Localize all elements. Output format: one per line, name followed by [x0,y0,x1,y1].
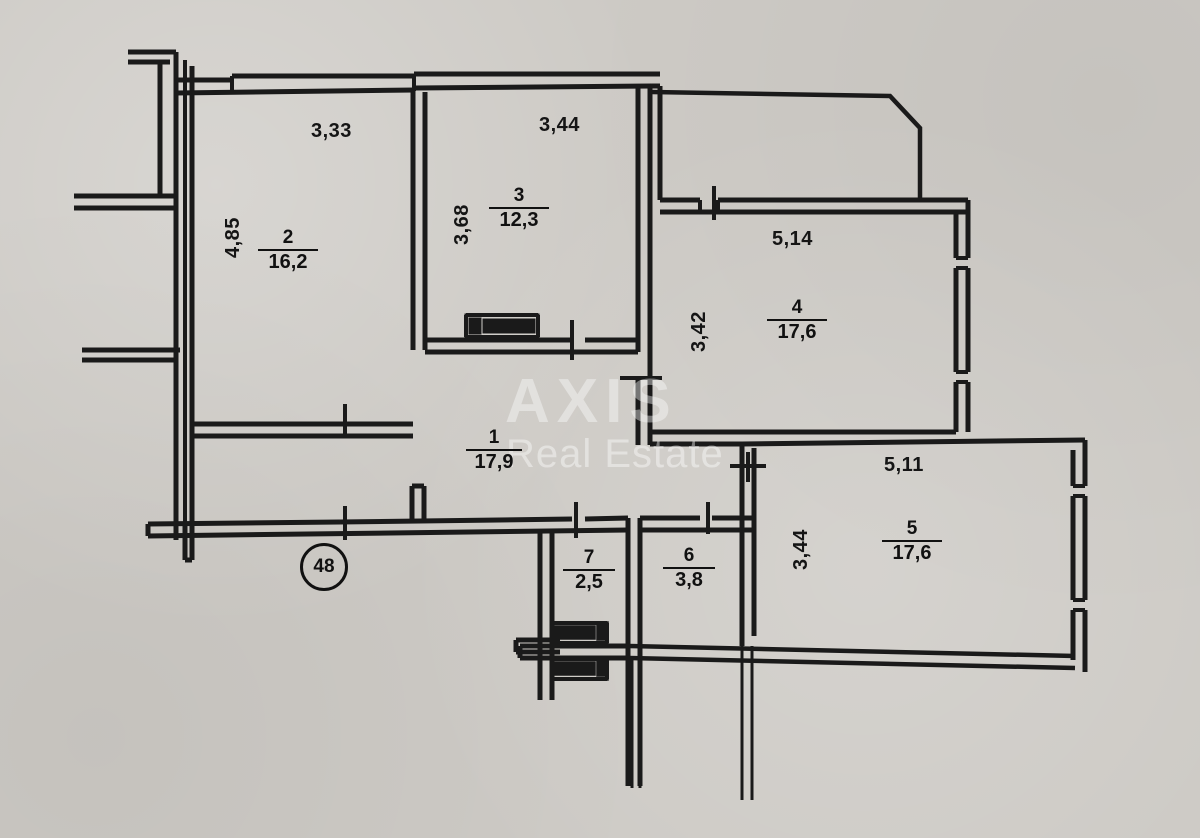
wall-room1-bottom [147,515,629,539]
room-label-4: 4 17,6 [767,298,827,343]
wall-bottom-room2 [192,421,413,439]
room-number-4: 4 [767,298,827,321]
room-label-5: 5 17,6 [882,519,942,564]
wall-stub-left-mid [82,347,180,363]
window-break-room4-right [956,256,968,384]
window-break-room5-right [1073,484,1085,612]
wall-divider-room2-room3 [410,90,428,350]
room-area-7: 2,5 [575,570,603,593]
dimension-room3-width: 3,44 [539,114,580,136]
wall-stub-bottom-left [145,524,195,563]
room-area-1: 17,9 [474,450,514,473]
dimension-room5-height: 3,44 [790,529,812,570]
dimension-room4-width: 5,14 [772,228,813,250]
fixture-radiator-room3-fill [464,313,540,339]
dimension-room2-width: 3,33 [311,120,352,142]
window-break-top-1 [230,74,416,93]
wall-room4-top [660,197,968,215]
wall-room5-right [1070,440,1088,672]
room-number-2: 2 [258,228,318,251]
room-area-5: 17,6 [892,541,932,564]
wall-top-room2 [175,71,653,96]
wall-left-main [173,52,195,560]
wall-room6-top [640,515,754,533]
wall-balcony-top-right [651,89,923,200]
room-label-2: 2 16,2 [258,228,318,273]
room-area-2: 16,2 [268,250,308,273]
room-label-6: 6 3,8 [663,546,715,591]
dimension-room5-width: 5,11 [884,454,924,476]
wall-top-outer [128,49,176,65]
fixture-bath-lower-outline [550,657,609,681]
dimension-room3-height: 3,68 [451,204,473,245]
fixture-radiator-room3 [464,313,540,339]
wall-hall-right [635,380,653,445]
wall-room4-bottom [650,429,1086,447]
room-number-3: 3 [489,186,549,209]
wall-stub-left-upper [74,62,178,211]
room-number-5: 5 [882,519,942,542]
wall-room5-bottom [627,643,1076,671]
wall-room3-right [635,86,653,380]
room-number-6: 6 [663,546,715,569]
window-break-room4-top [698,200,720,212]
room-area-4: 17,6 [777,320,817,343]
wall-room4-right [953,200,971,432]
wall-stub-room1-vertical [409,483,427,522]
room-label-7: 7 2,5 [563,548,615,593]
room-number-1: 1 [466,428,522,451]
door-mark-room5 [730,452,766,482]
room-number-7: 7 [563,548,615,571]
room-area-6: 3,8 [675,568,703,591]
wall-room7-right [625,518,643,786]
wall-bottom-room3 [425,337,638,355]
thin-lines-bottom [630,646,754,800]
fixture-bath-lower [550,657,609,681]
dimension-room2-height: 4,85 [222,217,244,258]
room-area-3: 12,3 [499,208,539,231]
apartment-number-marker: 48 [300,543,348,591]
wall-stub-bath-left [513,637,560,655]
room-label-1: 1 17,9 [466,428,522,473]
fixture-bath-upper [550,621,609,645]
room-label-3: 3 12,3 [489,186,549,231]
dimension-room4-height: 3,42 [688,311,710,352]
